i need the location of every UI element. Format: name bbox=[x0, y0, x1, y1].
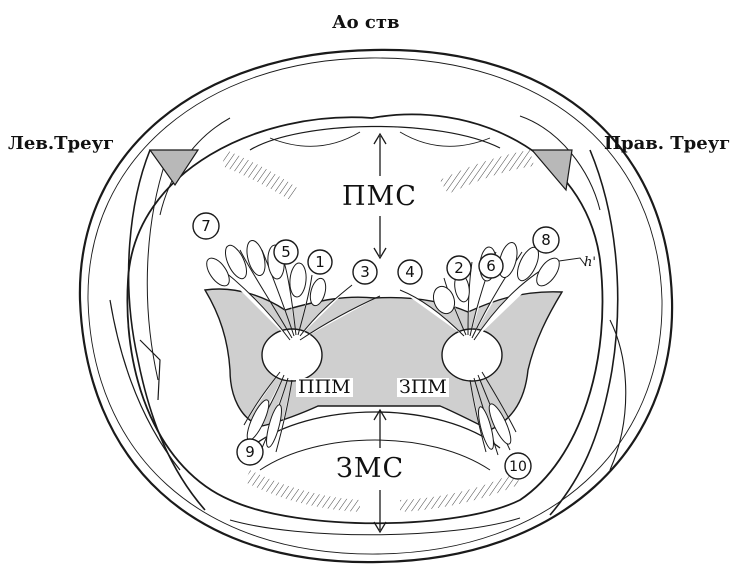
left-trigone-label: Лев.Треуг bbox=[8, 135, 114, 153]
chord-number-label: 6 bbox=[486, 257, 496, 275]
anterolateral-muscle-label: ППМ bbox=[296, 378, 353, 397]
aortic-trunk-label: Ао ств bbox=[332, 14, 400, 32]
chord-number-label: 2 bbox=[454, 259, 464, 277]
chord-number-label: 8 bbox=[541, 231, 551, 249]
posteromedial-muscle-label: ЗПМ bbox=[397, 378, 449, 397]
chord-number-label: 7 bbox=[201, 217, 211, 235]
chord-number-label: 5 bbox=[281, 243, 291, 261]
right-trigone bbox=[532, 150, 572, 190]
posterior-commissure-label: ЗМС bbox=[336, 455, 404, 482]
chord-number-label: 3 bbox=[360, 263, 370, 281]
right-trigone-label: Прав. Треуг bbox=[604, 135, 730, 153]
chord-number-label: 4 bbox=[405, 263, 415, 281]
chord-number-label: 10 bbox=[509, 459, 527, 475]
chord-mark-label: h' bbox=[584, 255, 596, 270]
right-papillary-muscle bbox=[442, 329, 502, 381]
left-papillary-muscle bbox=[262, 329, 322, 381]
anterior-commissure-label: ПМС bbox=[342, 183, 417, 210]
chord-number-label: 9 bbox=[245, 443, 255, 461]
chord-number-label: 1 bbox=[315, 253, 325, 271]
